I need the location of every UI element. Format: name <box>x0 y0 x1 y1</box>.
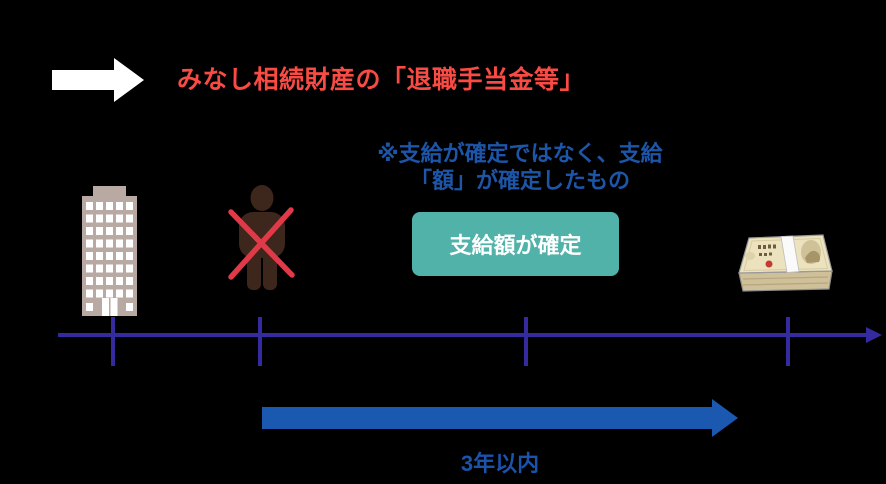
duration-arrowhead-icon <box>712 399 738 437</box>
timeline-tick-payout <box>786 317 790 366</box>
timeline-tick-amount-fixed <box>524 317 528 366</box>
duration-label: 3年以内 <box>460 451 540 476</box>
timeline-tick-company <box>111 317 115 366</box>
note-line-2: 「額」が確定したもの <box>409 168 630 193</box>
company-building-icon <box>82 186 137 316</box>
deceased-person-icon <box>228 184 298 292</box>
timeline-tick-death <box>258 317 262 366</box>
red-cross-icon <box>228 207 295 280</box>
timeline-arrowhead-icon <box>866 327 882 343</box>
money-bundle-icon <box>735 226 847 294</box>
event-box-label: 支給額が確定 <box>449 233 582 258</box>
timeline-axis <box>58 333 868 337</box>
white-arrow-icon <box>52 58 144 102</box>
note-text: ※支給が確定ではなく、支給 「額」が確定したもの <box>340 140 700 194</box>
note-line-1: ※支給が確定ではなく、支給 <box>377 141 663 166</box>
event-box: 支給額が確定 <box>412 212 619 276</box>
page-title: みなし相続財産の「退職手当金等」 <box>177 66 586 94</box>
duration-arrow <box>262 407 712 429</box>
